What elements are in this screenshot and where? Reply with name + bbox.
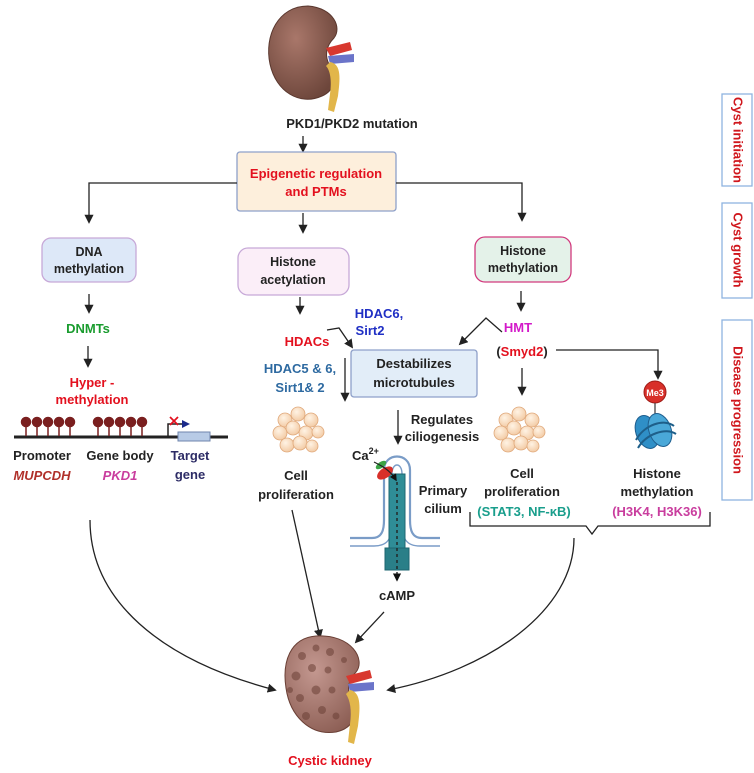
camp-label: cAMP	[379, 588, 415, 603]
arrow-hmeth-cystic	[386, 537, 575, 694]
epigenetic-box	[236, 151, 397, 212]
prolif1-line2: proliferation	[258, 487, 334, 502]
svg-text:Cyst growth: Cyst growth	[731, 212, 746, 287]
nucleosome-illustration: Me3	[634, 380, 677, 449]
regulates-line1: Regulates	[411, 412, 473, 427]
cystic-kidney-illustration	[284, 635, 374, 744]
cilium-line2: cilium	[424, 501, 462, 516]
histone-methylation-box	[474, 236, 572, 283]
stage-cyst-growth: Cyst growth	[721, 202, 753, 299]
svg-text:Disease progression: Disease progression	[731, 346, 746, 474]
arrow-camp-cystic	[354, 611, 385, 644]
smyd-label: (Smyd2)	[496, 344, 547, 359]
promoter-label: Promoter	[13, 448, 71, 463]
dnmts-label: DNMTs	[66, 321, 110, 336]
hdac6-line2: Sirt2	[356, 323, 385, 338]
hyper-line1: Hyper -	[70, 375, 115, 390]
arrow-epigenetic-hmeth	[396, 182, 527, 222]
calcium-label: Ca2+	[352, 446, 379, 463]
cystic-kidney-label: Cystic kidney	[288, 753, 373, 768]
hdac5-line1: HDAC5 & 6,	[264, 361, 336, 376]
regulates-line2: ciliogenesis	[405, 429, 479, 444]
hdacs-label: HDACs	[285, 334, 330, 349]
dna-strand-illustration	[14, 416, 228, 442]
cell-cluster-illustration-2	[493, 406, 546, 453]
primary-cilium-illustration	[350, 455, 440, 582]
arrow-hdacs-microtubules	[326, 327, 354, 349]
epigenetic-line2: and PTMs	[285, 184, 346, 199]
histone-acetylation-box	[237, 247, 350, 296]
prolif2-line2: proliferation	[484, 484, 560, 499]
bracket	[469, 512, 711, 536]
hm-line1: Histone	[633, 466, 681, 481]
genebody-label: Gene body	[86, 448, 154, 463]
arrow-dna-cystic	[89, 519, 277, 693]
prolif2-line1: Cell	[510, 466, 534, 481]
hdac6-line1: HDAC6,	[355, 306, 403, 321]
cell-cluster-illustration-1	[272, 406, 325, 453]
microtubules-box	[350, 349, 478, 398]
stage-disease-progression: Disease progression	[721, 319, 753, 501]
promoter-gene: MUPCDH	[13, 468, 71, 483]
hyper-line2: methylation	[56, 392, 129, 407]
dna-line1: DNA	[75, 245, 102, 259]
genebody-gene: PKD1	[103, 468, 138, 483]
hdac5-line2: Sirt1& 2	[275, 380, 324, 395]
cilium-line1: Primary	[419, 483, 468, 498]
acetyl-line1: Histone	[270, 255, 316, 269]
hmt-label: HMT	[504, 320, 532, 335]
kidney-illustration	[268, 5, 354, 112]
mutation-label: PKD1/PKD2 mutation	[286, 116, 418, 131]
svg-text:Cyst initiation: Cyst initiation	[731, 97, 746, 183]
microtubules-line2: microtubules	[373, 375, 455, 390]
hm-marks: (H3K4, H3K36)	[612, 504, 702, 519]
arrow-smyd-hmeth	[556, 349, 663, 380]
acetyl-line2: acetylation	[260, 273, 325, 287]
dna-line2: methylation	[54, 262, 124, 276]
arrow-prolif-cystic	[291, 509, 323, 639]
stage-cyst-initiation: Cyst initiation	[721, 93, 753, 187]
epigenetic-line1: Epigenetic regulation	[250, 166, 382, 181]
dna-methylation-box	[41, 237, 137, 283]
prolif1-line1: Cell	[284, 468, 308, 483]
arrow-epigenetic-dna	[84, 182, 237, 224]
arrow-hmt-microtubules	[458, 317, 503, 346]
microtubules-line1: Destabilizes	[376, 356, 451, 371]
prolif-pathways: (STAT3, NF-κB)	[477, 504, 570, 519]
target-line1: Target	[171, 448, 210, 463]
hmeth-line2: methylation	[488, 261, 558, 275]
target-line2: gene	[175, 467, 205, 482]
hmeth-line1: Histone	[500, 244, 546, 258]
hm-line2: methylation	[621, 484, 694, 499]
svg-text:Me3: Me3	[646, 388, 664, 398]
